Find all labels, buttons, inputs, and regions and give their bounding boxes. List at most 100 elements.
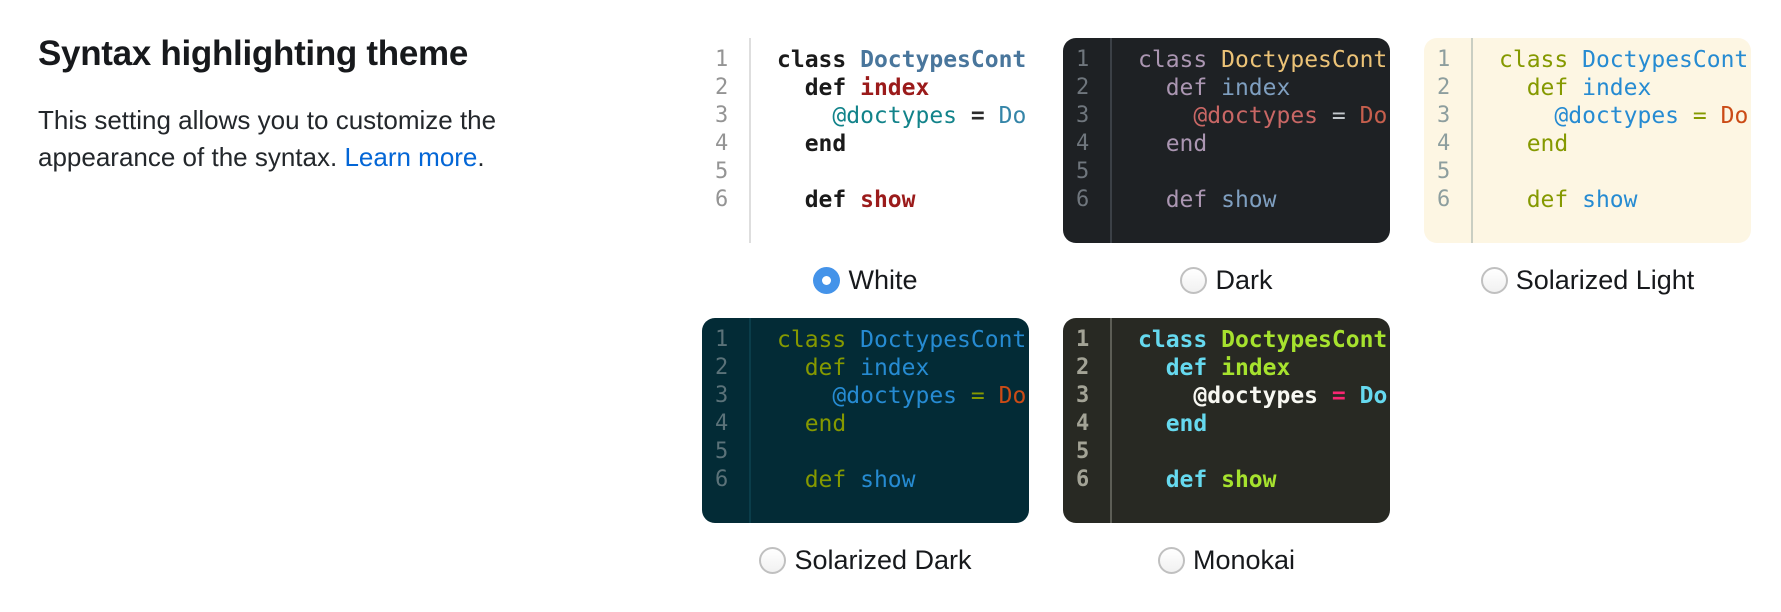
- code-line: def index: [1138, 354, 1390, 382]
- theme-choice-solarized-light[interactable]: Solarized Light: [1424, 243, 1751, 318]
- code-token-pl: [1499, 103, 1554, 129]
- code-token-pl: [846, 187, 860, 213]
- code-line: @doctypes = Do: [1138, 382, 1390, 410]
- code-sample: class DoctypesCont def index @doctypes =…: [751, 318, 1029, 494]
- code-line: @doctypes = Do: [777, 382, 1029, 410]
- code-token-pl: [957, 103, 971, 129]
- description-period: .: [477, 142, 485, 172]
- code-line: @doctypes = Do: [1499, 102, 1751, 130]
- code-token-pl: [1318, 383, 1332, 409]
- code-token-pl: [1499, 75, 1527, 101]
- code-sample: class DoctypesCont def index @doctypes =…: [1473, 38, 1751, 214]
- code-token-pl: [1138, 103, 1193, 129]
- code-token-fn: show: [860, 467, 916, 493]
- code-token-pl: [1138, 187, 1166, 213]
- code-token-cls: DoctypesCont: [1221, 47, 1388, 73]
- code-token-fn: index: [1221, 355, 1291, 381]
- theme-radio-dark[interactable]: [1180, 267, 1208, 294]
- code-token-kw: def: [1165, 75, 1208, 101]
- theme-label: Dark: [1215, 265, 1273, 295]
- code-line: def show: [1499, 186, 1751, 214]
- line-number: 2: [715, 75, 729, 100]
- code-token-pl: [1138, 355, 1166, 381]
- line-number: 5: [1437, 159, 1451, 184]
- code-token-const: Do: [998, 103, 1027, 129]
- page-title: Syntax highlighting theme: [38, 34, 469, 73]
- line-number: 1: [715, 47, 729, 72]
- code-token-pl: [1707, 103, 1721, 129]
- code-token-kw: def: [804, 355, 847, 381]
- code-token-cls: DoctypesCont: [860, 47, 1027, 73]
- line-number: 5: [715, 159, 729, 184]
- code-token-pl: [1138, 131, 1166, 157]
- line-number: 1: [1076, 47, 1090, 72]
- code-sample: class DoctypesCont def index @doctypes =…: [1112, 318, 1390, 494]
- code-token-pl: [1207, 47, 1221, 73]
- code-token-kw: class: [777, 327, 847, 353]
- theme-choice-solarized-dark[interactable]: Solarized Dark: [702, 523, 1029, 598]
- theme-radio-monokai[interactable]: [1157, 547, 1185, 574]
- code-token-op: =: [1331, 103, 1346, 129]
- code-line: @doctypes = Do: [1138, 102, 1390, 130]
- line-number: 6: [1437, 187, 1451, 212]
- theme-radio-solarized-dark[interactable]: [759, 547, 787, 574]
- theme-choice-white[interactable]: White: [702, 243, 1029, 318]
- code-line: end: [777, 410, 1029, 438]
- code-token-kw: end: [1526, 131, 1569, 157]
- line-number: 1: [1076, 327, 1090, 352]
- code-token-fn: index: [1221, 75, 1291, 101]
- theme-choice-dark[interactable]: Dark: [1063, 243, 1390, 318]
- line-number: 6: [715, 187, 729, 212]
- section-description: This setting allows you to customize the…: [38, 102, 543, 176]
- code-line: @doctypes = Do: [777, 102, 1029, 130]
- line-number: 3: [1076, 383, 1090, 408]
- code-token-kw: end: [804, 411, 847, 437]
- code-token-fn: index: [860, 75, 930, 101]
- learn-more-link[interactable]: Learn more: [344, 142, 478, 172]
- theme-radio-solarized-light[interactable]: [1480, 267, 1508, 294]
- code-token-pl: [777, 75, 805, 101]
- code-token-cls: DoctypesCont: [1221, 327, 1388, 353]
- code-line: [1138, 158, 1390, 186]
- code-token-ivar: @doctypes: [832, 103, 958, 129]
- code-token-kw: def: [1526, 75, 1569, 101]
- code-line: [1499, 158, 1751, 186]
- code-token-fn: show: [1221, 187, 1277, 213]
- code-line: def index: [1138, 74, 1390, 102]
- line-number: 2: [715, 355, 729, 380]
- code-token-kw: class: [777, 47, 847, 73]
- code-token-pl: [985, 103, 999, 129]
- code-line: end: [1138, 410, 1390, 438]
- code-token-fn: show: [1582, 187, 1638, 213]
- line-number: 4: [715, 131, 729, 156]
- line-number: 2: [1437, 75, 1451, 100]
- code-token-pl: [957, 383, 971, 409]
- code-token-cls: DoctypesCont: [1582, 47, 1749, 73]
- code-token-pl: [777, 103, 832, 129]
- code-token-fn: show: [860, 187, 916, 213]
- code-token-op: =: [970, 103, 985, 129]
- line-number: 6: [1076, 467, 1090, 492]
- theme-choice-monokai[interactable]: Monokai: [1063, 523, 1390, 598]
- code-line: def show: [1138, 466, 1390, 494]
- code-line: [777, 158, 1029, 186]
- code-token-pl: [777, 187, 805, 213]
- code-token-const: Do: [1359, 103, 1388, 129]
- theme-radio-white[interactable]: [813, 267, 841, 294]
- code-line: def index: [777, 74, 1029, 102]
- code-token-pl: [1207, 355, 1221, 381]
- code-line: end: [777, 130, 1029, 158]
- line-number: 4: [715, 411, 729, 436]
